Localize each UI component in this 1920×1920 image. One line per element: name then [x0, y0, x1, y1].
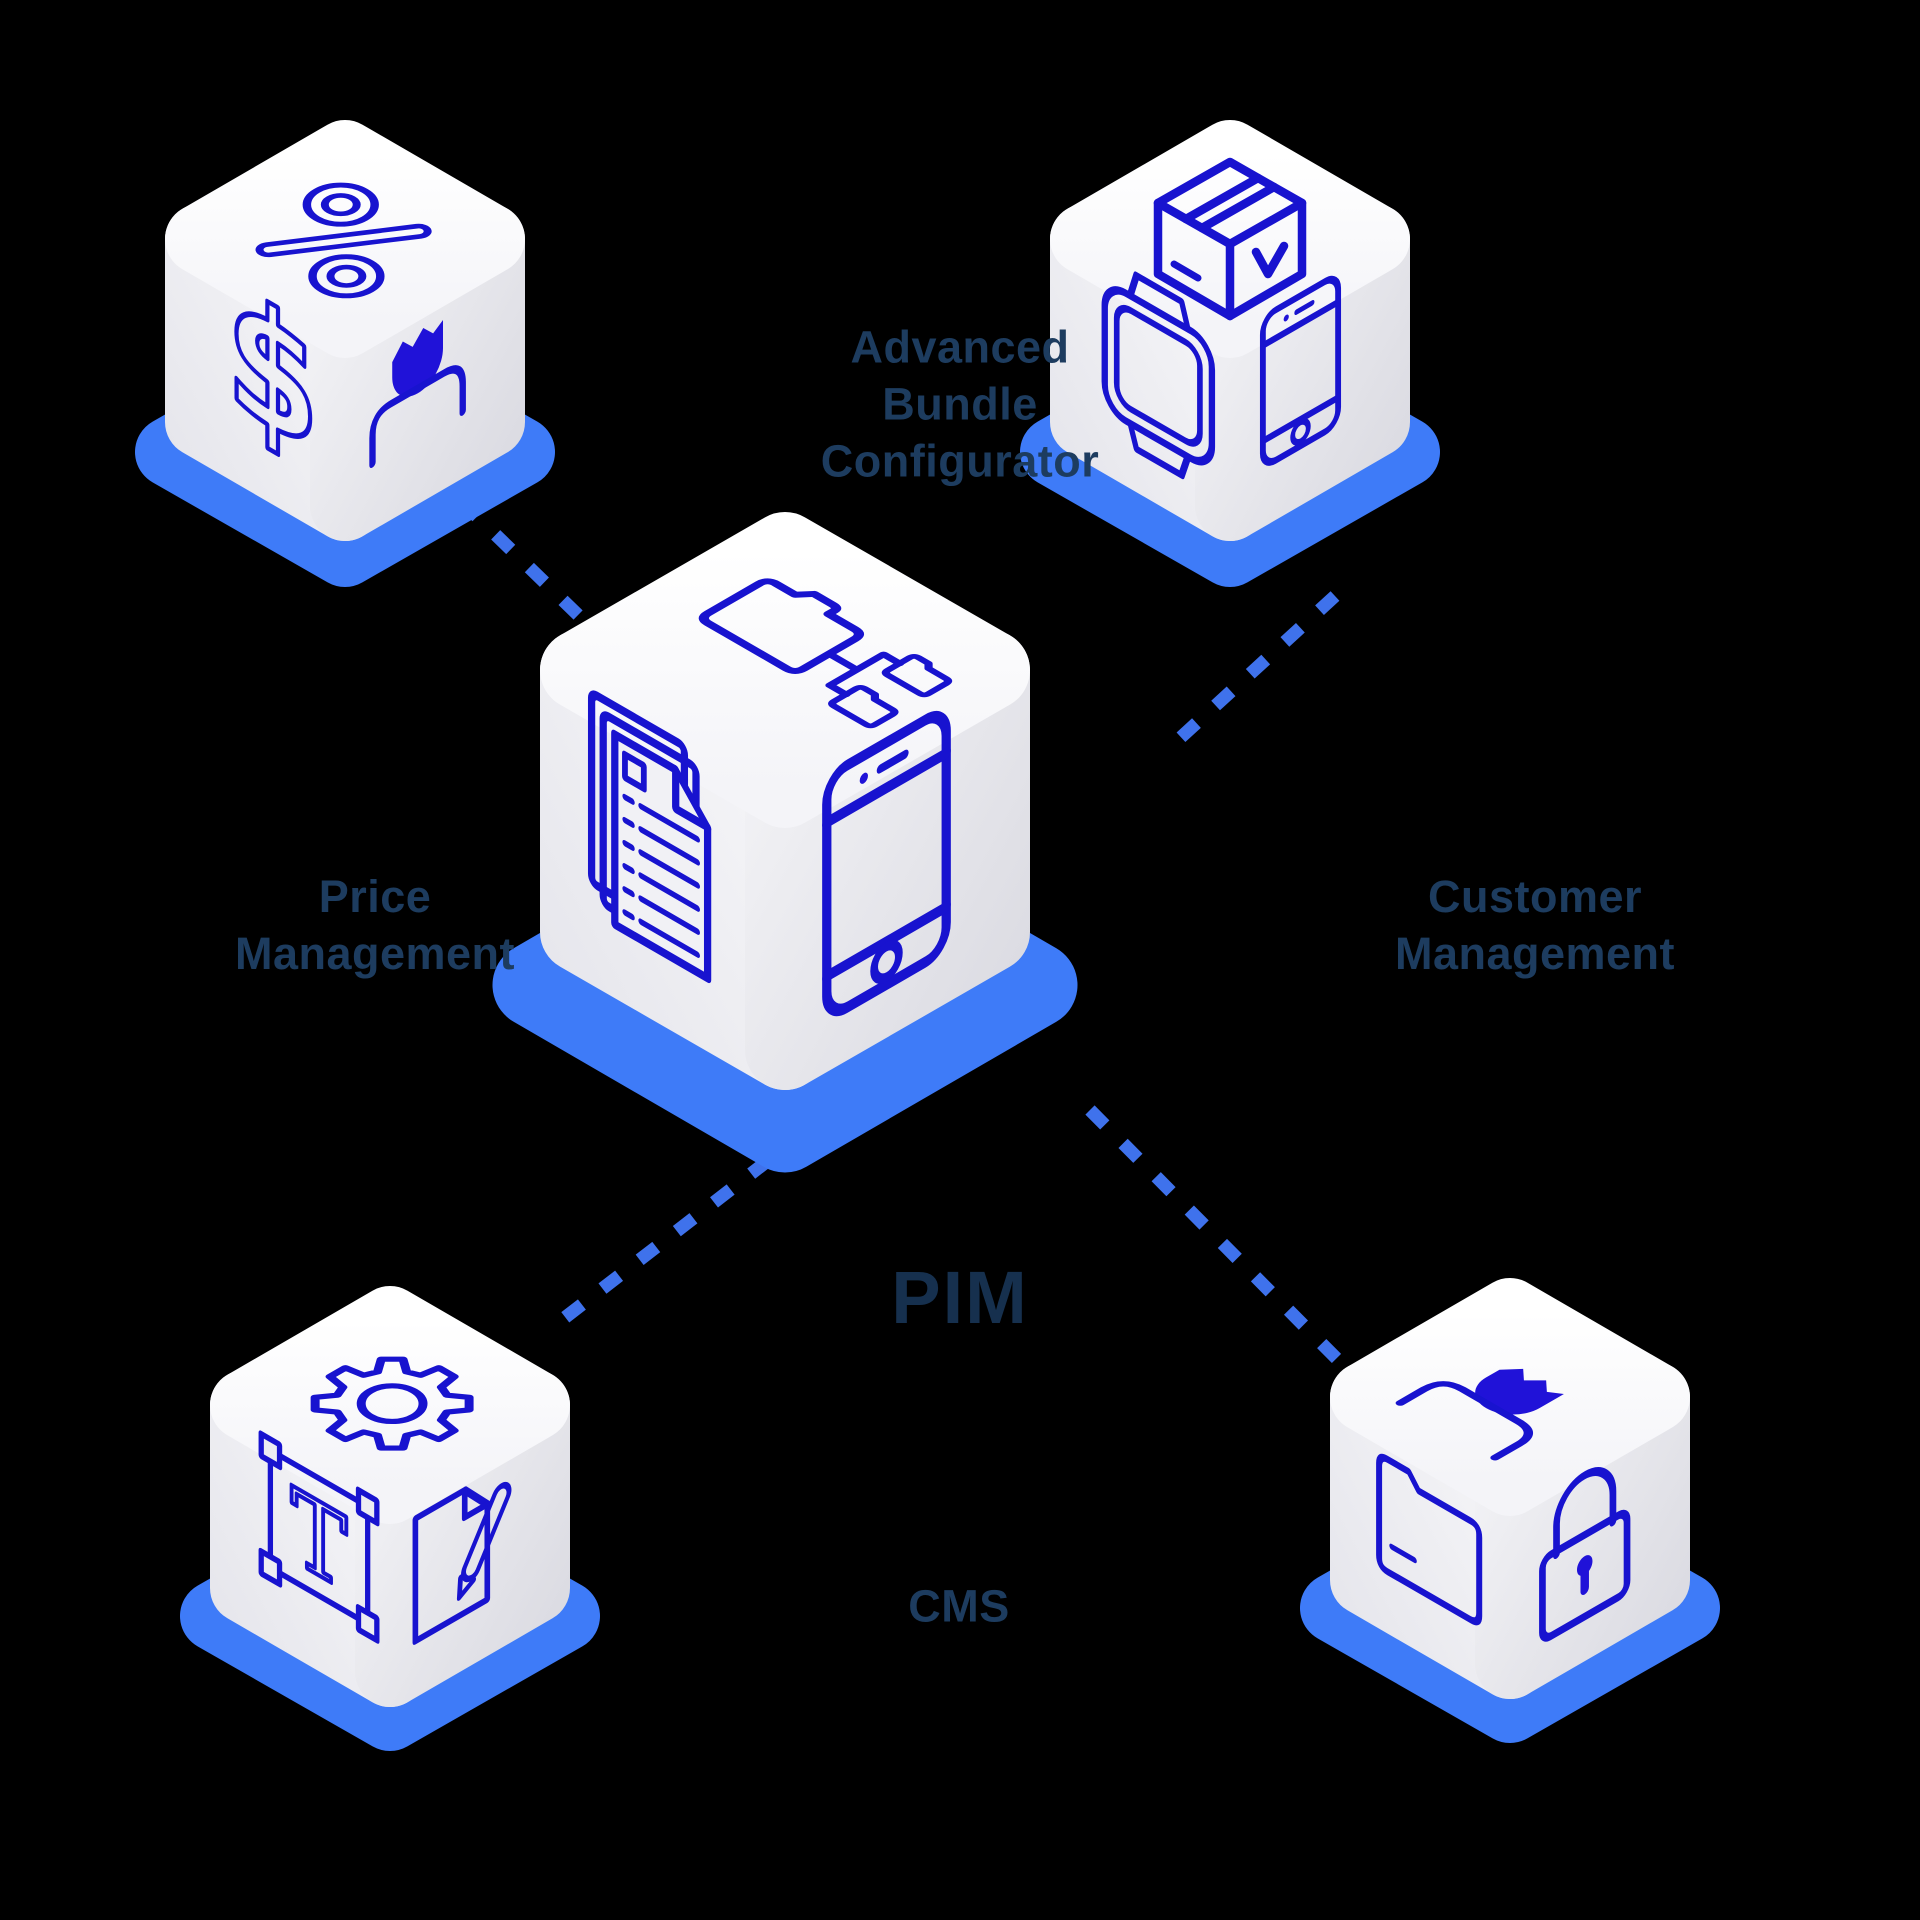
padlock-icon [1539, 1467, 1631, 1642]
label-line: CMS [908, 1580, 1010, 1632]
label-customer-management: Customer Management [1395, 868, 1675, 982]
label-line: Configurator [820, 435, 1100, 487]
connector-pim-advanced-bundle [1173, 591, 1340, 745]
node-price-management: $ [170, 155, 520, 552]
connector-pim-customer-management [1085, 1105, 1343, 1365]
folder-tree-icon [698, 578, 958, 727]
label-line: Price [318, 871, 432, 922]
label-line: Bundle [882, 378, 1038, 430]
node-advanced-bundle-configurator [1055, 155, 1405, 552]
label-cms: CMS [908, 1578, 1010, 1635]
node-cms: T [215, 1321, 565, 1716]
label-line: Management [1394, 928, 1676, 979]
connector-pim-price-management [457, 497, 617, 653]
package-box-icon [1153, 157, 1307, 321]
label-pim: PIM [891, 1256, 1029, 1339]
label-line: Management [234, 928, 516, 979]
text-frame-icon: T [258, 1430, 380, 1644]
label-advanced-bundle-configurator: Advanced Bundle Configurator [821, 319, 1099, 490]
edit-document-icon [412, 1481, 512, 1645]
label-line: Advanced [850, 321, 1070, 373]
label-price-management: Price Management [235, 868, 515, 982]
node-customer-management [1335, 1313, 1685, 1708]
label-line: Customer [1427, 871, 1643, 922]
smartwatch-icon [1101, 271, 1216, 480]
documents-icon [587, 690, 712, 984]
node-pim [535, 552, 1035, 1130]
gear-icon [310, 1356, 474, 1451]
folder-icon [1376, 1453, 1483, 1626]
cube [245, 1321, 535, 1672]
percent-icon [255, 182, 432, 299]
